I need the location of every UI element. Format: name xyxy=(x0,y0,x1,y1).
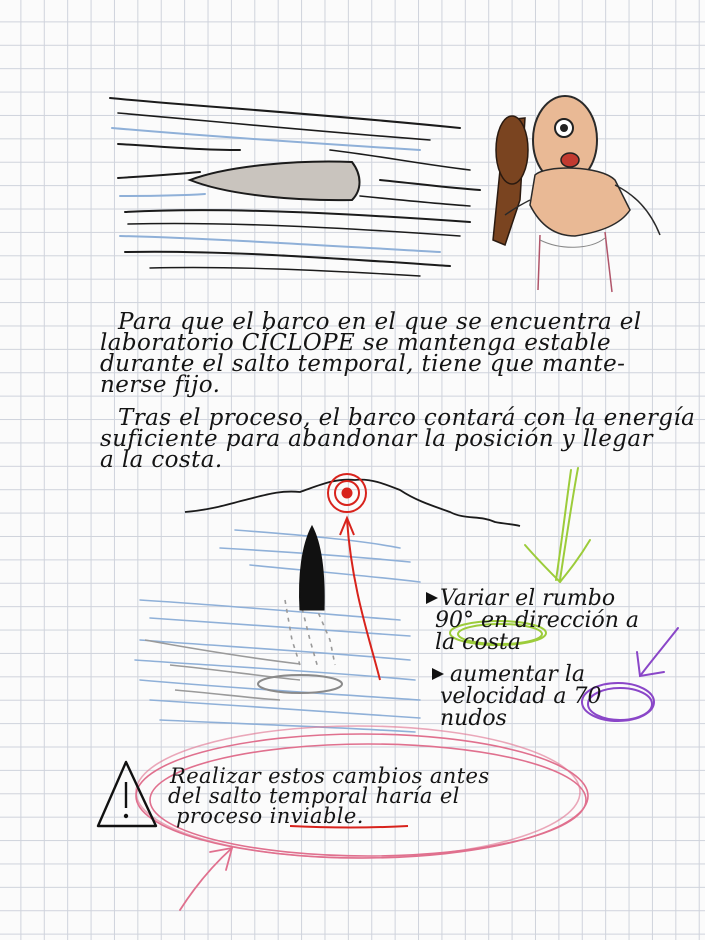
warning-line: Realizar estos cambios antes xyxy=(170,764,490,788)
bullet-line: nudos xyxy=(440,706,507,731)
underline-inviable xyxy=(289,825,409,829)
bullet-line: 90° en dirección a xyxy=(435,608,640,633)
green-arrow-icon xyxy=(449,467,591,646)
bullet-line: aumentar la xyxy=(450,662,585,687)
bullet-line: Variar el rumbo xyxy=(440,586,616,611)
paragraph-1-line: durante el salto temporal, tiene que man… xyxy=(100,351,626,377)
warning-line: del salto temporal haría el xyxy=(168,784,460,808)
warning-line: proceso inviable. xyxy=(176,804,364,828)
coastline-sketch xyxy=(184,478,521,527)
warning-text: Realizar estos cambios antes del salto t… xyxy=(168,764,490,828)
paragraph-1: Para que el barco en el que se encuentra… xyxy=(100,309,642,398)
bullet-line: velocidad a 70 xyxy=(440,684,602,709)
cyclops-figure xyxy=(492,95,661,293)
paragraph-2-line: a la costa. xyxy=(100,447,223,473)
flow-lines-sketch xyxy=(109,97,481,277)
warning-triangle-icon xyxy=(96,760,158,828)
paragraph-1-line: Para que el barco en el que se encuentra… xyxy=(118,309,642,335)
pink-circle-highlight xyxy=(135,725,589,859)
paragraph-2-line: suficiente para abandonar la posición y … xyxy=(100,426,653,452)
wake-lines-sketch xyxy=(144,599,343,701)
purple-arrow-icon xyxy=(581,627,679,722)
bullet-item-2: aumentar la velocidad a 70 nudos xyxy=(440,662,601,730)
paragraph-2-line: Tras el proceso, el barco contará con la… xyxy=(118,405,696,431)
bullet-item-1: Variar el rumbo 90° en dirección a la co… xyxy=(435,586,639,654)
vessel-silhouette xyxy=(299,524,325,611)
pink-arrow-icon xyxy=(179,846,234,911)
bullet-arrow-icon xyxy=(432,668,444,680)
paragraph-1-line: laboratorio CÍCLOPE se mantenga estable xyxy=(100,330,612,356)
hull-shape-top xyxy=(187,160,361,202)
bullet-line: la costa xyxy=(435,630,521,655)
bullet-arrow-icon xyxy=(426,592,438,604)
paragraph-1-line: nerse fijo. xyxy=(100,372,221,398)
target-icon xyxy=(327,473,381,681)
paragraph-2: Tras el proceso, el barco contará con la… xyxy=(100,405,696,473)
